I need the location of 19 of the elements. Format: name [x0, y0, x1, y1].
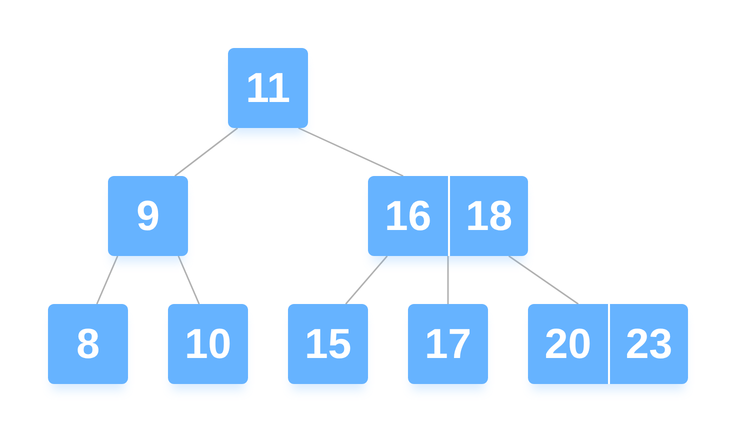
node-key: 16: [368, 176, 448, 256]
connector-line: [345, 256, 388, 304]
node-key: 15: [288, 304, 368, 384]
connector-line: [178, 256, 200, 304]
connector-line: [96, 256, 118, 304]
node-key: 11: [228, 48, 308, 128]
node-key: 10: [168, 304, 248, 384]
node-key: 20: [528, 304, 608, 384]
node-key: 23: [608, 304, 688, 384]
connector-line: [447, 256, 449, 304]
connector-line: [508, 255, 579, 305]
node-key: 18: [448, 176, 528, 256]
node-key: 17: [408, 304, 488, 384]
tree-node: [528, 304, 688, 384]
tree-node: [368, 176, 528, 256]
node-key: 9: [108, 176, 188, 256]
connector-line: [298, 127, 404, 177]
connector-line: [174, 127, 238, 177]
node-key: 8: [48, 304, 128, 384]
